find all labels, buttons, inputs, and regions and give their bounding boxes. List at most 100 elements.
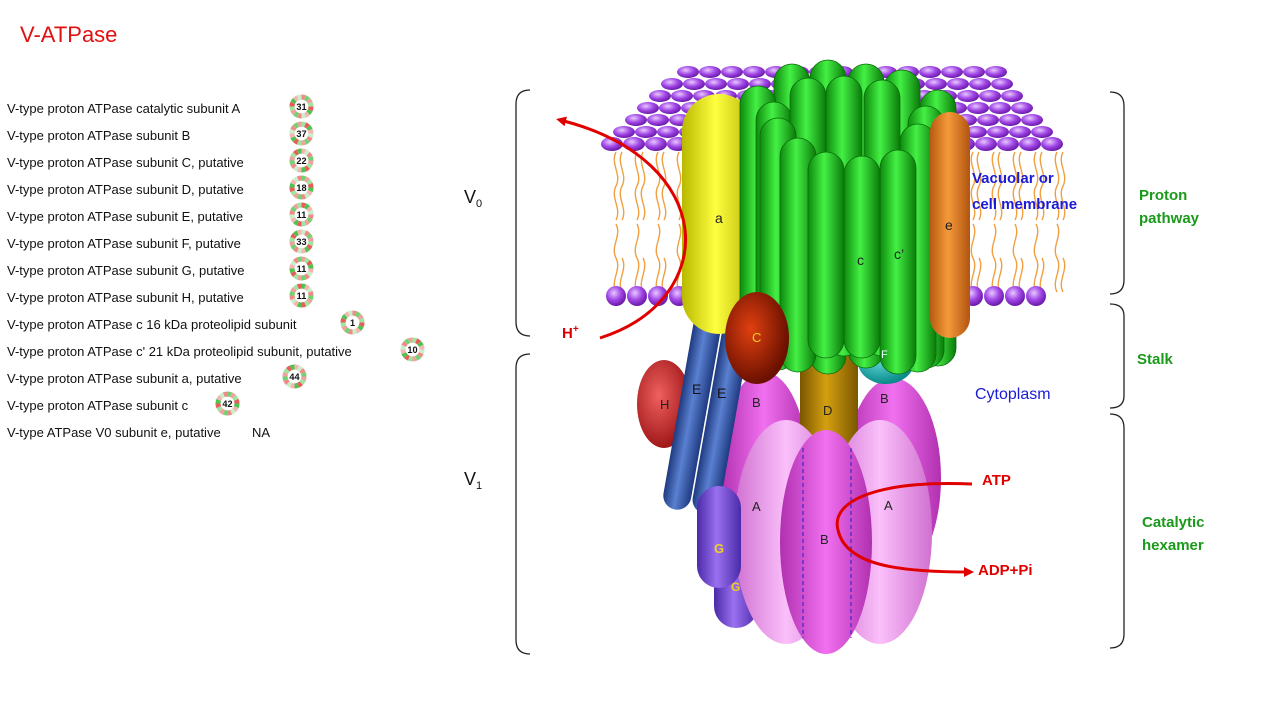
lipid-head xyxy=(677,66,699,78)
subunit-legend: V-type proton ATPase catalytic subunit A… xyxy=(7,94,447,445)
count-value: 37 xyxy=(296,129,306,139)
lipid-head xyxy=(941,66,963,78)
count-value: 31 xyxy=(296,102,306,112)
lipid-head xyxy=(967,102,989,114)
lipid-head xyxy=(705,78,727,90)
lipid-head xyxy=(985,66,1007,78)
adp-label: ADP+Pi xyxy=(978,562,1033,579)
lipid-head xyxy=(1009,126,1031,138)
lipid-head xyxy=(987,126,1009,138)
lipid-head xyxy=(648,286,668,306)
region-proton-pathway-line1: Proton xyxy=(1139,187,1187,204)
count-badge: 18 xyxy=(289,175,314,200)
subunit-G2-label: G xyxy=(731,580,740,594)
subunit-row: V-type proton ATPase subunit F, putative… xyxy=(7,229,447,256)
subunit-name: V-type proton ATPase subunit D, putative xyxy=(7,182,244,197)
lipid-head xyxy=(606,286,626,306)
subunit-H-label: H xyxy=(660,397,669,412)
lipid-head xyxy=(1031,126,1053,138)
subunit-e-label: e xyxy=(945,217,953,233)
count-na: NA xyxy=(252,425,271,440)
subunit-row: V-type proton ATPase c 16 kDa proteolipi… xyxy=(7,310,447,337)
brace-stalk xyxy=(1109,303,1125,409)
lipid-head xyxy=(965,126,987,138)
count-badge: 42 xyxy=(215,391,240,416)
count-value: 33 xyxy=(296,237,306,247)
v1-label: V1 xyxy=(464,469,482,492)
page-title: V-ATPase xyxy=(20,22,118,47)
lipid-head xyxy=(925,78,947,90)
subunit-A1-label: A xyxy=(752,499,761,514)
lipid-head xyxy=(977,114,999,126)
membrane-label-line2: cell membrane xyxy=(972,196,1077,213)
subunit-c-label: c xyxy=(857,252,864,268)
lipid-head xyxy=(657,126,679,138)
subunit-name: V-type proton ATPase subunit C, putative xyxy=(7,155,244,170)
lipid-head xyxy=(1021,114,1043,126)
lipid-head xyxy=(1011,102,1033,114)
lipid-tail xyxy=(1012,151,1024,293)
lipid-head xyxy=(661,78,683,90)
region-catalytic-line2: hexamer xyxy=(1142,537,1204,554)
atp-arrow xyxy=(835,482,974,577)
count-value: 1 xyxy=(350,318,355,328)
lipid-head xyxy=(919,66,941,78)
subunit-D-label: D xyxy=(823,403,832,418)
lipid-head xyxy=(623,137,645,151)
lipid-head xyxy=(625,114,647,126)
count-value: 11 xyxy=(297,264,307,274)
lipid-head xyxy=(647,114,669,126)
count-value: 10 xyxy=(407,345,417,355)
subunit-B3-label: B xyxy=(820,532,829,547)
lipid-head xyxy=(645,137,667,151)
lipid-head xyxy=(649,90,671,102)
region-proton-pathway-line2: pathway xyxy=(1139,210,1200,227)
count-badge: 1 xyxy=(340,310,365,335)
brace-v0 xyxy=(515,89,531,337)
lipid-head xyxy=(999,114,1021,126)
subunit-name: V-type proton ATPase subunit B xyxy=(7,128,191,143)
subunit-F-label: F xyxy=(881,349,888,361)
c-subunit-cylinder xyxy=(843,155,881,359)
lipid-head xyxy=(721,66,743,78)
lipid-head xyxy=(699,66,721,78)
proton-arrow xyxy=(556,116,687,340)
lipid-head xyxy=(671,90,693,102)
lipid-head xyxy=(989,102,1011,114)
subunit-row: V-type proton ATPase subunit H, putative… xyxy=(7,283,447,310)
lipid-tail xyxy=(970,151,982,293)
count-value: 18 xyxy=(296,183,306,193)
brace-catalytic xyxy=(1109,413,1125,649)
count-badge: 11 xyxy=(289,256,314,281)
count-badge: 22 xyxy=(289,148,314,173)
count-badge: 10 xyxy=(400,337,425,362)
subunit-G1-label: G xyxy=(714,541,724,556)
lipid-head xyxy=(947,78,969,90)
lipid-tail xyxy=(613,151,625,293)
lipid-head xyxy=(975,137,997,151)
lipid-head xyxy=(627,286,647,306)
subunit-name: V-type proton ATPase subunit F, putative xyxy=(7,236,241,251)
lipid-head xyxy=(979,90,1001,102)
lipid-head xyxy=(743,66,765,78)
count-badge: 31 xyxy=(289,94,314,119)
lipid-head xyxy=(1019,137,1041,151)
v0-label: V0 xyxy=(464,187,482,210)
subunit-row: V-type proton ATPase subunit D, putative… xyxy=(7,175,447,202)
subunit-c-prime-label: c’ xyxy=(894,246,904,262)
subunit-name: V-type proton ATPase subunit G, putative xyxy=(7,263,245,278)
subunit-E2-label: E xyxy=(717,385,726,401)
subunit-name: V-type proton ATPase catalytic subunit A xyxy=(7,101,241,116)
cytoplasm-label: Cytoplasm xyxy=(975,386,1051,403)
lipid-head xyxy=(969,78,991,90)
region-catalytic-line1: Catalytic xyxy=(1142,514,1205,531)
lipid-head xyxy=(1041,137,1063,151)
subunit-C-label: C xyxy=(752,330,761,345)
lipid-tail xyxy=(991,151,1003,293)
lipid-head xyxy=(984,286,1004,306)
subunit-name: V-type ATPase V0 subunit e, putative xyxy=(7,425,221,440)
c-subunit-cylinder xyxy=(879,149,917,375)
brace-v1 xyxy=(515,353,531,655)
lipid-tail xyxy=(1054,151,1066,293)
subunit-e-shape xyxy=(930,112,970,338)
